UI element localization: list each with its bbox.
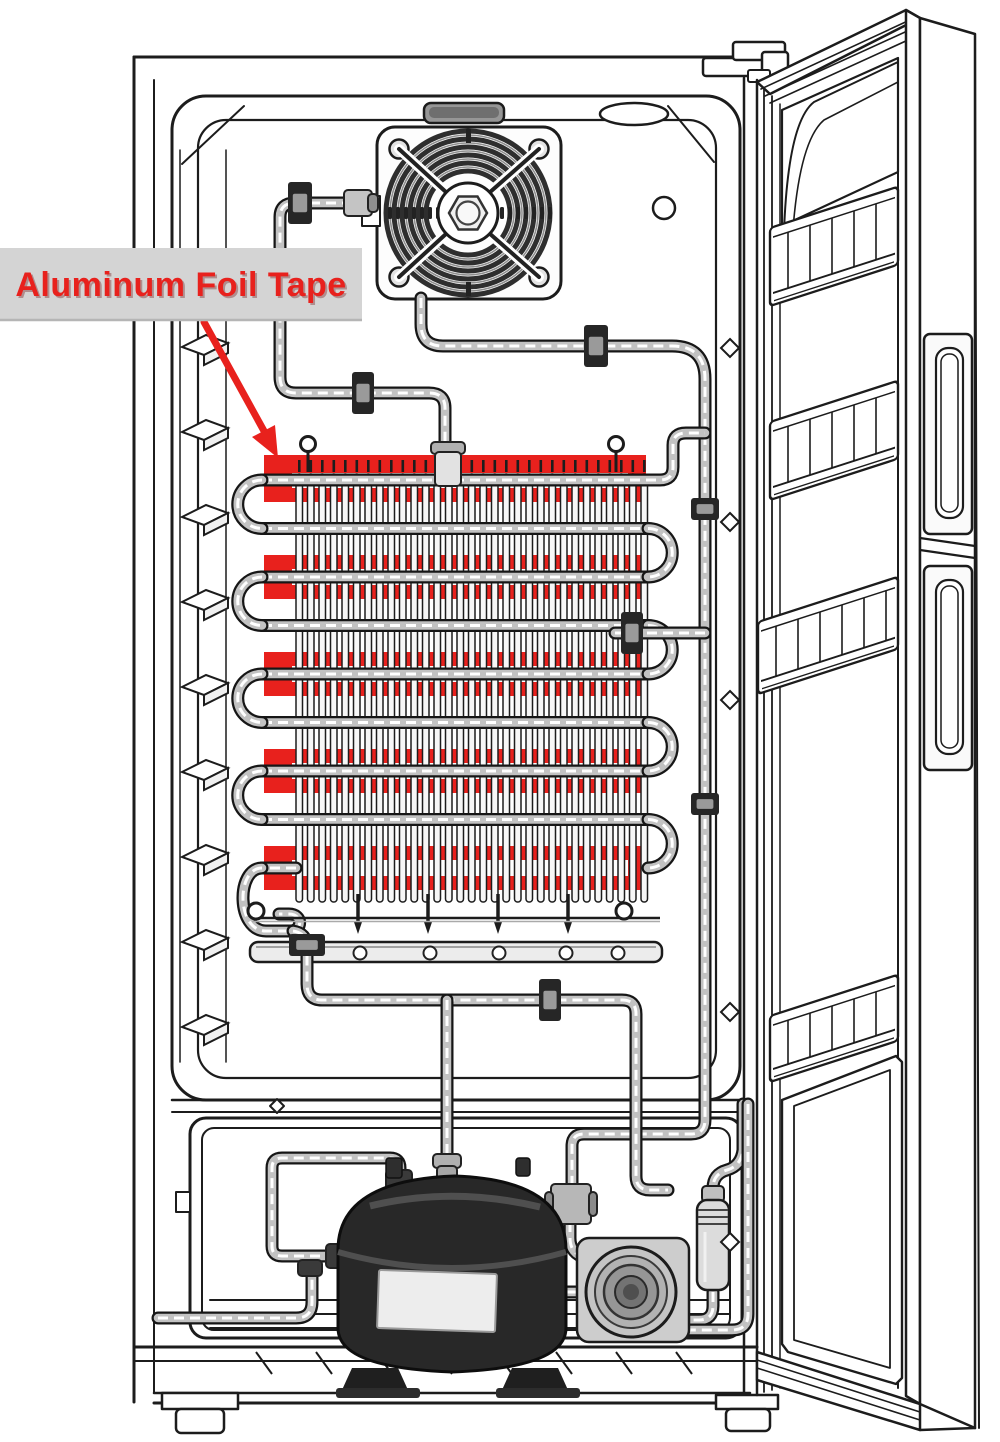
door-bin [768, 974, 900, 1083]
door-handle-upper [922, 332, 974, 536]
panel-hole [651, 195, 677, 221]
open-door [719, 8, 980, 1432]
drip-tray [246, 894, 664, 964]
label-text: Aluminum Foil Tape [15, 266, 346, 304]
vent-oval [598, 101, 670, 127]
door-lower-panel [780, 1054, 904, 1386]
filter-drier [695, 1185, 731, 1292]
evaporator-coil [231, 426, 712, 964]
label-text-shadow: Aluminum Foil Tape [17, 268, 348, 306]
vent-slot [422, 101, 506, 125]
annotation-label: Aluminum Foil Tape Aluminum Foil Tape [0, 248, 362, 322]
cooling-fan [361, 125, 563, 301]
door-bin [756, 576, 900, 695]
annotation-arrow [200, 318, 278, 458]
compressor-unit [336, 1157, 731, 1398]
door-frame-clips [719, 337, 741, 1253]
divider-bolt [269, 1098, 285, 1114]
compressor-label-plate [376, 1269, 498, 1333]
compressor [336, 1157, 580, 1398]
refrigerant-pipes-upper [273, 196, 712, 1191]
wall-clips [179, 333, 231, 1047]
inner-cavity [170, 94, 742, 1114]
pipe-clamps [288, 182, 719, 1021]
door-bins [756, 186, 900, 1083]
door-handle-lower [922, 564, 974, 772]
door-bin [768, 186, 900, 307]
fan-motor [575, 1236, 691, 1344]
door-bin [768, 380, 900, 501]
serpentine-tubing [231, 426, 712, 938]
annotation: Aluminum Foil Tape Aluminum Foil Tape [0, 248, 362, 458]
leveling-foot-left [160, 1391, 240, 1435]
leveling-foot-right [714, 1393, 780, 1433]
pipe-fittings [297, 189, 598, 1277]
compartment-wall-bracket [175, 1191, 191, 1213]
